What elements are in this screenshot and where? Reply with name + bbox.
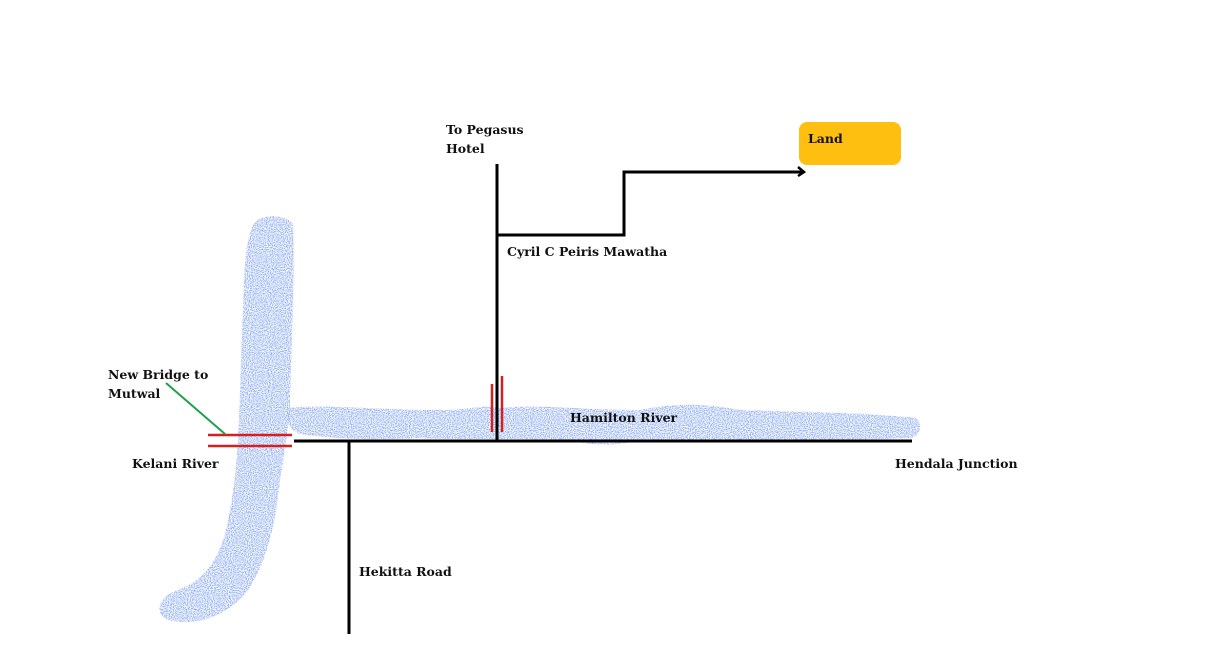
cyril-c-peiris-label: Cyril C Peiris Mawatha [507, 244, 668, 259]
pegasus-hotel-label-line2: Hotel [446, 141, 485, 156]
pegasus-hotel-label: To Pegasus Hotel [446, 120, 524, 158]
road-cyril-c-peiris [497, 170, 804, 237]
new-bridge-label: New Bridge to Mutwal [108, 365, 208, 403]
route-arrow-head-icon [797, 166, 807, 178]
hendala-junction-label: Hendala Junction [895, 456, 1018, 471]
new-bridge-pointer [165, 382, 226, 435]
hamilton-river [286, 404, 921, 445]
hekitta-road-label: Hekitta Road [359, 564, 452, 579]
hamilton-river-label: Hamilton River [570, 410, 678, 425]
land-marker: Land [799, 122, 901, 165]
new-bridge-label-line2: Mutwal [108, 386, 161, 401]
kelani-river [159, 216, 294, 623]
new-bridge-label-line1: New Bridge to [108, 367, 209, 382]
kelani-river-label: Kelani River [132, 456, 219, 471]
land-label: Land [808, 131, 843, 146]
pegasus-hotel-label-line1: To Pegasus [446, 122, 524, 137]
